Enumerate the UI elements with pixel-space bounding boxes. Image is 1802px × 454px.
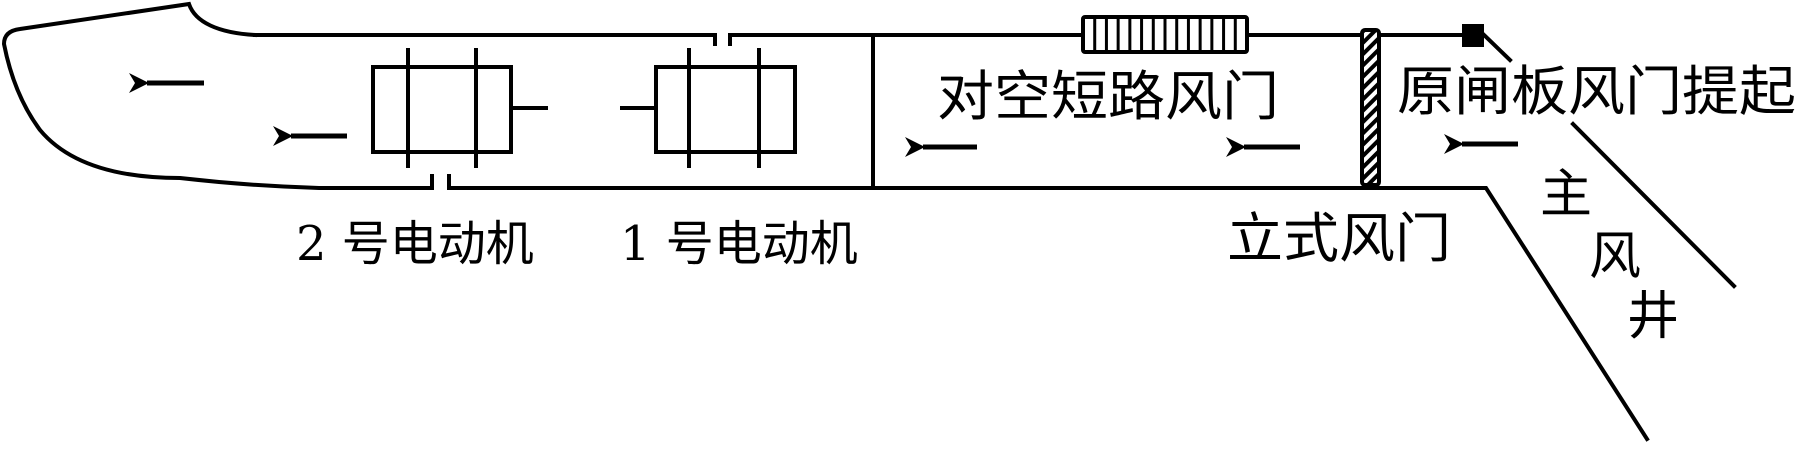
vertical-door: [1360, 28, 1381, 187]
shaft-wall-upper: [1481, 32, 1513, 63]
gate-door-raised-label: 原闸板风门提起: [1397, 60, 1796, 123]
airway-outlet-outline: [1, 1, 434, 190]
raised-gate-block: [1462, 24, 1484, 47]
vertical-door-label: 立式风门: [1227, 207, 1451, 270]
motor-2-label: 2 号电动机: [296, 216, 534, 272]
main-shaft-label-2: 风: [1589, 227, 1641, 287]
motor-1-label: 1 号电动机: [620, 216, 858, 272]
main-shaft-label-1: 主: [1540, 165, 1592, 225]
short-circuit-door: [1081, 15, 1249, 54]
airway-bottom-wall: [447, 174, 1650, 442]
airway-top-wall: [253, 33, 1085, 46]
short-circuit-door-label: 对空短路风门: [937, 65, 1279, 128]
motor-1: [620, 48, 797, 168]
motor-2: [371, 48, 548, 168]
shaft-wall-right: [1570, 121, 1737, 289]
main-shaft-label-3: 井: [1627, 287, 1679, 347]
airflow-arrows: [129, 73, 1518, 157]
